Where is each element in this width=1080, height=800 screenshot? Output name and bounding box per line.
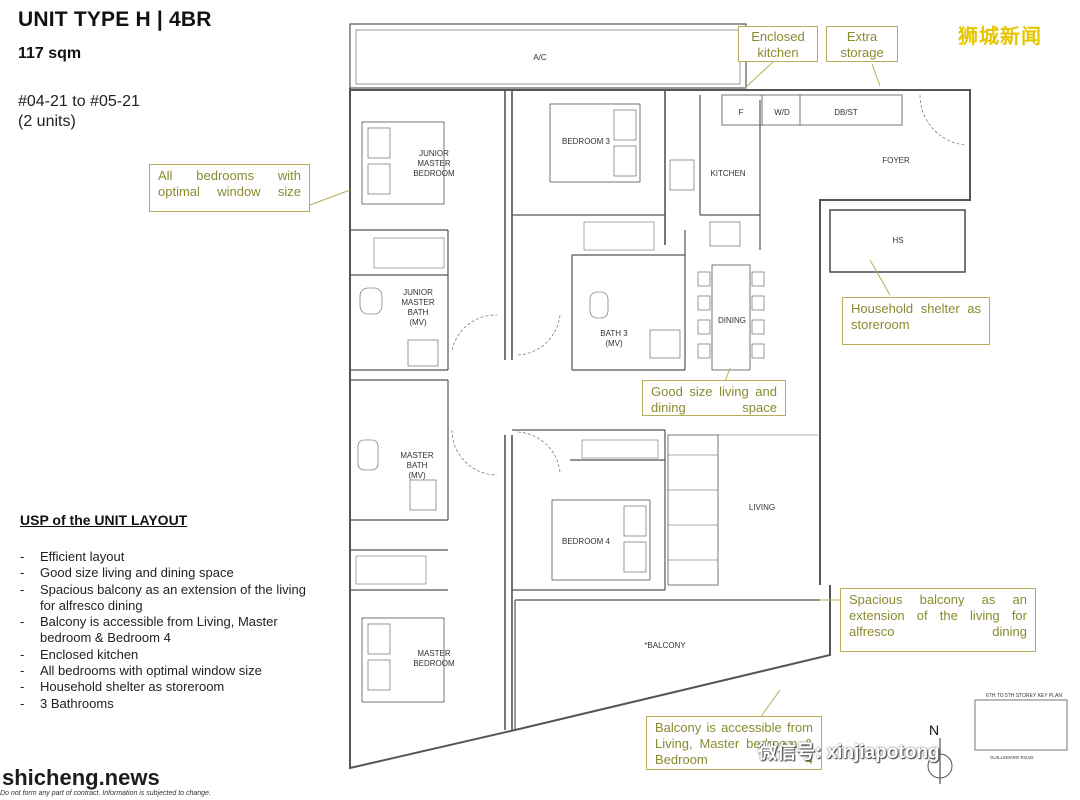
usp-list: Efficient layout Good size living and di… (20, 549, 320, 712)
room-label-junior-master: JUNIOR (419, 149, 449, 158)
room-label-master-bath: (MV) (408, 471, 426, 480)
usp-item: Spacious balcony as an extension of the … (20, 582, 320, 615)
room-label-jm-bath: MASTER (401, 298, 435, 307)
room-label-master-bedroom: MASTER (417, 649, 451, 658)
room-label-dining: DINING (718, 316, 746, 325)
callout-extra-storage: Extra storage (826, 26, 898, 62)
callout-bedrooms: All bedrooms with optimal window size (149, 164, 310, 212)
unit-area: 117 sqm (18, 45, 82, 62)
usp-item: Good size living and dining space (20, 565, 320, 582)
callout-living-dining: Good size living and dining space (642, 380, 786, 416)
room-label-kitchen: KITCHEN (710, 169, 745, 178)
unit-title: UNIT TYPE H | 4BR (18, 8, 212, 31)
room-label-junior-master: MASTER (417, 159, 451, 168)
callout-household-shelter: Household shelter as storeroom (842, 297, 990, 345)
room-label-bedroom4: BEDROOM 4 (562, 537, 611, 546)
bed-master (361, 617, 445, 703)
room-label-master-bath: MASTER (400, 451, 434, 460)
hs-room (829, 209, 966, 273)
usp-item: Efficient layout (20, 549, 320, 566)
watermark-top-right: 狮城新闻 (958, 26, 1042, 48)
room-label-wd: W/D (774, 108, 790, 117)
compass-north-label: N (929, 722, 939, 738)
room-label-master-bedroom: BEDROOM (413, 659, 455, 668)
room-label-jm-bath: BATH (408, 308, 429, 317)
room-label-bath3: BATH 3 (600, 329, 628, 338)
callout-balcony-access: Balcony is accessible from Living, Maste… (646, 716, 822, 770)
room-label-jm-bath: JUNIOR (403, 288, 433, 297)
usp-item: All bedrooms with optimal window size (20, 663, 320, 680)
room-label-jm-bath: (MV) (409, 318, 427, 327)
usp-item: Balcony is accessible from Living, Maste… (20, 614, 320, 647)
bed-bedroom3 (549, 103, 641, 183)
unit-range: #04-21 to #05-21 (18, 93, 140, 110)
room-label-ac: A/C (533, 53, 547, 62)
room-label-junior-master: BEDROOM (413, 169, 455, 178)
dining-table (711, 264, 751, 371)
room-label-living: LIVING (749, 503, 775, 512)
bed-junior-master (361, 121, 445, 205)
room-label-foyer: FOYER (882, 156, 910, 165)
room-label-fridge: F (739, 108, 744, 117)
usp-item: 3 Bathrooms (20, 696, 320, 713)
room-label-hs: HS (892, 236, 903, 245)
usp-item: Enclosed kitchen (20, 647, 320, 664)
usp-heading: USP of the UNIT LAYOUT (20, 512, 188, 528)
room-label-balcony: *BALCONY (644, 641, 686, 650)
watermark-site: shicheng.news (2, 765, 160, 790)
callout-balcony-extension: Spacious balcony as an extension of the … (840, 588, 1036, 652)
room-label-master-bath: BATH (407, 461, 428, 470)
unit-count: (2 units) (18, 113, 76, 130)
key-plan-road: GUILLEMARD ROAD (990, 755, 1034, 760)
ac-ledge (349, 23, 747, 89)
key-plan-box (974, 699, 1068, 751)
key-plan-label: 6TH TO 5TH STOREY KEY PLAN (986, 693, 1062, 699)
room-label-bath3: (MV) (605, 339, 623, 348)
callout-enclosed-kitchen: Enclosed kitchen (738, 26, 818, 62)
unit-range-block: #04-21 to #05-21 (2 units) (18, 92, 140, 132)
bed-bedroom4 (551, 499, 651, 581)
usp-item: Household shelter as storeroom (20, 679, 320, 696)
room-label-bedroom3: BEDROOM 3 (562, 137, 611, 146)
disclaimer: Do not form any part of contract. Inform… (0, 790, 211, 797)
room-label-dbst: DB/ST (834, 108, 858, 117)
watermark-wechat: 微信号: xinjiapotong (758, 742, 940, 763)
